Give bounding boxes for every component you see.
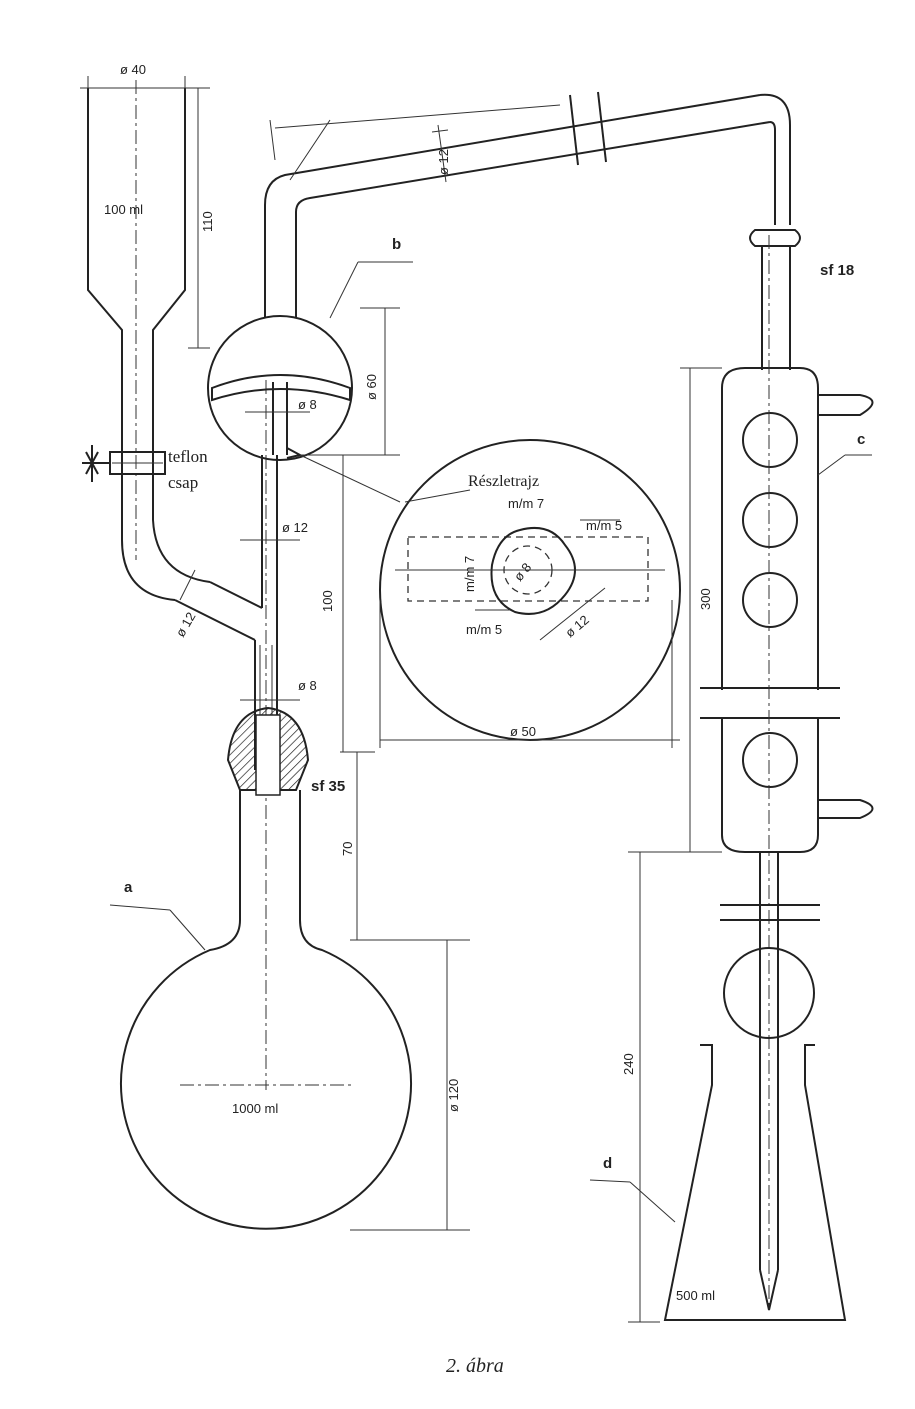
dim-d120: ø 120	[446, 1079, 461, 1112]
teflon-stopcock	[82, 445, 166, 482]
dim-d8-bulb: ø 8	[298, 397, 317, 412]
splash-bulb	[207, 315, 353, 461]
receiver-adapter	[720, 852, 820, 1311]
text-labels: a b c d teflon csap Részletrajz sf 18 sf…	[104, 62, 865, 1377]
label-teflon: teflon	[168, 447, 208, 466]
det-d12: ø 12	[562, 612, 592, 640]
funnel-dimensions	[87, 76, 210, 601]
dim-d12-mid: ø 12	[282, 520, 308, 535]
dim-d8-lower: ø 8	[298, 678, 317, 693]
label-csap: csap	[168, 473, 198, 492]
dim-h100: 100	[320, 590, 335, 612]
round-bottom-flask	[120, 790, 412, 1230]
label-detail-title: Részletrajz	[468, 473, 539, 490]
ground-joint-sf35	[226, 706, 310, 796]
dim-h70: 70	[340, 842, 355, 856]
det-d8: ø 8	[511, 560, 535, 584]
label-vol-erlenmeyer: 500 ml	[676, 1288, 715, 1303]
label-vol-flask: 1000 ml	[232, 1101, 278, 1116]
det-mm5-right: m/m 5	[586, 518, 622, 533]
label-c: c	[857, 431, 865, 448]
condenser	[700, 229, 874, 1305]
dim-d60: ø 60	[364, 374, 379, 400]
dim-d12-side: ø 12	[173, 609, 199, 639]
dim-d50: ø 50	[510, 724, 536, 739]
flask-dimensions	[109, 261, 470, 1231]
erlenmeyer-flask	[589, 1044, 847, 1321]
label-b: b	[392, 236, 401, 253]
dim-h240: 240	[621, 1053, 636, 1075]
dim-h110: 110	[200, 211, 215, 232]
label-sf18: sf 18	[820, 262, 854, 279]
label-d: d	[603, 1155, 612, 1172]
detail-dimension	[379, 600, 680, 748]
det-mm7-left: m/m 7	[462, 556, 477, 592]
figure-caption: 2. ábra	[446, 1355, 504, 1377]
det-mm7-top: m/m 7	[508, 496, 544, 511]
distillation-bridge	[264, 91, 791, 318]
label-a: a	[124, 879, 133, 896]
condenser-dimensions	[628, 367, 722, 1323]
dim-d40: ø 40	[120, 62, 146, 77]
det-mm5-bottom: m/m 5	[466, 622, 502, 637]
bridge-dimensions	[431, 124, 449, 183]
label-sf35: sf 35	[311, 778, 345, 795]
dropping-funnel	[80, 80, 263, 641]
label-vol-funnel: 100 ml	[104, 202, 143, 217]
dim-d12-top: ø 12	[436, 149, 451, 175]
dim-h300: 300	[698, 588, 713, 610]
